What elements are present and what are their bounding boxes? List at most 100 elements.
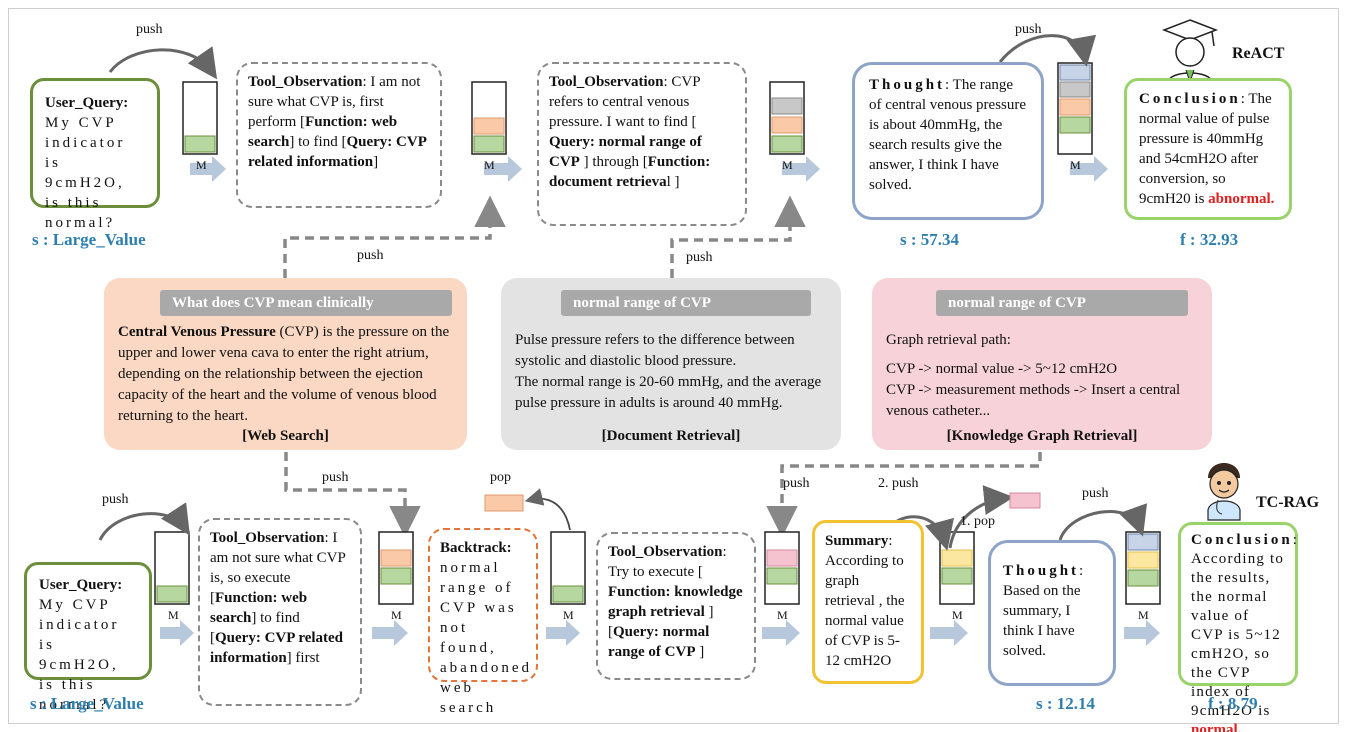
conclusion-label: Conclusion [1139, 91, 1241, 107]
tcrag-label: TC-RAG [1256, 494, 1320, 511]
stack-top-2 [471, 81, 507, 155]
stack-bottom-6 [1125, 531, 1161, 605]
f-value-top: f : 32.93 [1180, 230, 1239, 249]
stack-label-M: M [1070, 158, 1081, 172]
dash-web-to-obs1 [283, 195, 506, 278]
thought-box-bottom: Thought: Based on the summary, I think I… [988, 540, 1116, 686]
obs-function: Function: knowledge graph retrieval [608, 584, 743, 620]
web-search-content: Central Venous Pressure (CVP) is the pre… [118, 322, 455, 427]
f-value-bottom: f : 8.79 [1208, 694, 1258, 713]
web-search-title: [Web Search] [242, 428, 329, 444]
thought-text: : The range of central venous pressure i… [869, 77, 1027, 193]
obs-text: ] [ [608, 604, 714, 640]
thought-label: Thought [869, 77, 946, 93]
popped-item-orange [484, 494, 524, 512]
s-value-top-left: s : Large_Value [32, 230, 146, 249]
summary-text: : According to graph retrieval , the nor… [825, 533, 905, 669]
react-avatar-icon [1161, 19, 1219, 84]
kg-path: CVP -> measurement methods -> Insert a c… [886, 382, 1181, 419]
user-query-label: User_Query: [45, 95, 129, 111]
push-curve-top-4 [998, 34, 1097, 67]
push-label-web: push [357, 248, 384, 263]
backtrack-label: Backtrack: [440, 540, 512, 556]
user-query-box-bottom: User_Query: My CVP indicator is 9cmH2O, … [24, 562, 152, 713]
push-label-kg-bottom: push [783, 476, 810, 491]
obs-query: Query: CVP related information [210, 630, 344, 666]
conclusion-flag: abnormal. [1208, 191, 1275, 207]
stack-top-3 [769, 81, 805, 155]
document-text: Pulse pressure refers to the difference … [515, 332, 795, 369]
stack-label-M: M [782, 158, 793, 172]
tool-observation-box-bottom-1: Tool_Observation: I am not sure what CVP… [198, 518, 362, 706]
backtrack-text: normal range of CVP was not found, aband… [440, 560, 532, 716]
obs-text: : I am not sure what CVP is, first perfo… [248, 74, 421, 130]
figure-frame [8, 8, 1339, 724]
push-label-web-bottom: push [322, 470, 349, 485]
stack-label-M: M [1138, 608, 1149, 622]
web-search-term: Central Venous Pressure [118, 324, 276, 340]
summary-label: Summary [825, 533, 889, 549]
dash-doc-to-obs2 [670, 195, 806, 278]
stack-label-M: M [391, 608, 402, 622]
s-value-bottom-left: s : Large_Value [30, 694, 144, 713]
push-curve-bottom-1 [98, 502, 190, 541]
obs-text: ] to find [ [210, 610, 300, 646]
kg-text: Graph retrieval path: [886, 332, 1011, 348]
pop1-curve [948, 485, 1014, 549]
stack-label-M: M [563, 608, 574, 622]
push-label-doc: push [686, 250, 713, 265]
thought-box-top: Thought: The range of central venous pre… [852, 62, 1044, 220]
stack-label-M: M [952, 608, 963, 622]
pop1-label: 1. pop [960, 514, 995, 529]
obs-label: Tool_Observation [210, 530, 325, 546]
pop-label: pop [490, 470, 511, 485]
stack-label-M: M [168, 608, 179, 622]
obs-label: Tool_Observation [248, 74, 363, 90]
dash-web-to-stack-b1 [284, 452, 421, 538]
obs-query: Query: normal range of CVP [608, 624, 710, 660]
obs-query: Query: CVP related information [248, 134, 427, 170]
push-label-top-1: push [136, 22, 163, 37]
conclusion-box-bottom: Conclusion: According to the results, th… [1178, 522, 1298, 732]
kg-retrieval-title: [Knowledge Graph Retrieval] [946, 428, 1138, 444]
user-query-text: My CVP indicator is 9cmH2O, is this norm… [39, 597, 120, 713]
stack-label-M: M [484, 158, 495, 172]
document-query-tag: normal range of CVP [561, 290, 811, 316]
dash-kg-to-stack-b4 [766, 452, 1042, 538]
s-value-top-thought: s : 57.34 [900, 230, 960, 249]
obs-text: ] to find [ [289, 134, 347, 150]
push-curve-bottom-6 [1058, 503, 1148, 541]
flow-arrows-bottom [160, 620, 1160, 646]
user-query-label: User_Query: [39, 577, 123, 593]
tcrag-avatar-icon [1207, 463, 1241, 521]
obs-text: ] through [ [579, 154, 648, 170]
kg-query-tag: normal range of CVP [936, 290, 1188, 316]
obs-text: : CVP refers to central venous pressure.… [549, 74, 701, 130]
pop-curve [524, 488, 571, 531]
web-search-text: (CVP) is the pressure on the upper and l… [118, 324, 450, 424]
knowledge-graph-panel: normal range of CVP Graph retrieval path… [872, 278, 1212, 450]
thought-text: : Based on the summary, I think I have s… [1003, 563, 1084, 659]
summary-box: Summary: According to graph retrieval , … [812, 520, 924, 684]
obs-text: l ] [666, 174, 680, 190]
document-retrieval-panel: normal range of CVP Pulse pressure refer… [501, 278, 841, 450]
stack-bottom-3 [550, 531, 586, 605]
stack-bottom-4 [764, 531, 800, 605]
tool-observation-box-top-1: Tool_Observation: I am not sure what CVP… [236, 62, 442, 208]
stack-label-M: M [196, 158, 207, 172]
stack-top-1 [182, 81, 218, 155]
user-query-box-top: User_Query: My CVP indicator is 9cmH2O, … [30, 78, 160, 231]
kg-path: CVP -> normal value -> 5~12 cmH2O [886, 361, 1118, 377]
obs-text: : I am not sure what CVP is, so execute … [210, 530, 346, 606]
backtrack-box: Backtrack: normal range of CVP was not f… [428, 528, 538, 716]
conclusion-flag: normal. [1191, 722, 1242, 732]
obs-text: ] first [286, 650, 320, 666]
push2-label: 2. push [878, 476, 919, 491]
obs-function: Function: web search [210, 590, 308, 626]
push-label-bottom-1: push [102, 492, 129, 507]
document-content: Pulse pressure refers to the difference … [515, 330, 829, 414]
obs-text: ] [695, 644, 705, 660]
conclusion-label: Conclusion [1191, 532, 1293, 548]
obs-function: Function: web search [248, 114, 398, 150]
